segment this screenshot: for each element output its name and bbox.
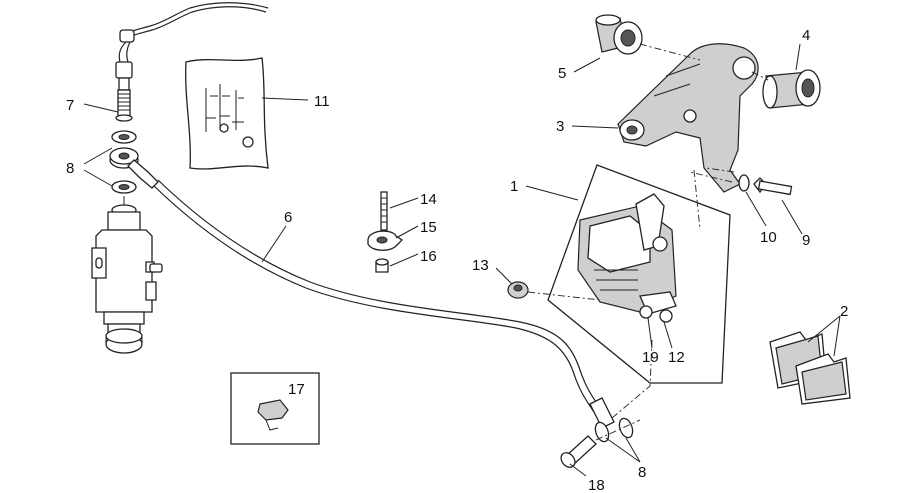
hose-guide-box-17 [230, 372, 320, 445]
callout-labels: 1 2 3 4 5 6 7 8 8 9 10 11 12 13 14 15 16… [66, 27, 848, 493]
callout-6: 6 [284, 209, 292, 226]
callout-5: 5 [558, 65, 566, 82]
bushing-4 [762, 69, 821, 109]
callout-7: 7 [66, 97, 74, 114]
brake-switch-part-7 [115, 77, 133, 122]
hose-clamp-set [367, 191, 404, 273]
callout-18: 18 [588, 477, 605, 493]
brake-switch-wire [115, 2, 269, 79]
bolt-9-washer-10 [738, 174, 793, 196]
callout-10: 10 [760, 229, 777, 246]
callout-2: 2 [840, 303, 848, 320]
callout-4: 4 [802, 27, 810, 44]
callout-12: 12 [668, 349, 685, 366]
leader-lines [83, 43, 841, 477]
callout-13: 13 [472, 257, 489, 274]
callout-19: 19 [642, 349, 659, 366]
callout-14: 14 [420, 191, 437, 208]
callout-15: 15 [420, 219, 437, 236]
callout-1: 1 [510, 178, 518, 195]
brake-caliper [577, 193, 677, 323]
callout-9: 9 [802, 232, 810, 249]
callout-8-lower: 8 [638, 464, 646, 481]
master-cylinder [91, 204, 163, 354]
bushing-5 [595, 14, 643, 55]
bleeder-cap-13 [507, 281, 529, 299]
callout-17: 17 [288, 381, 305, 398]
callout-3: 3 [556, 118, 564, 135]
callout-8-upper: 8 [66, 160, 74, 177]
washer-set-upper-8 [109, 130, 139, 206]
seal-kit-bag-11 [185, 57, 269, 170]
callout-11: 11 [314, 93, 330, 110]
brake-pads-2 [769, 331, 851, 405]
banjo-bolt-18-washers [560, 417, 641, 468]
callout-16: 16 [420, 248, 437, 265]
caliper-bracket-3 [617, 43, 759, 193]
brake-hose-6 [127, 159, 615, 429]
